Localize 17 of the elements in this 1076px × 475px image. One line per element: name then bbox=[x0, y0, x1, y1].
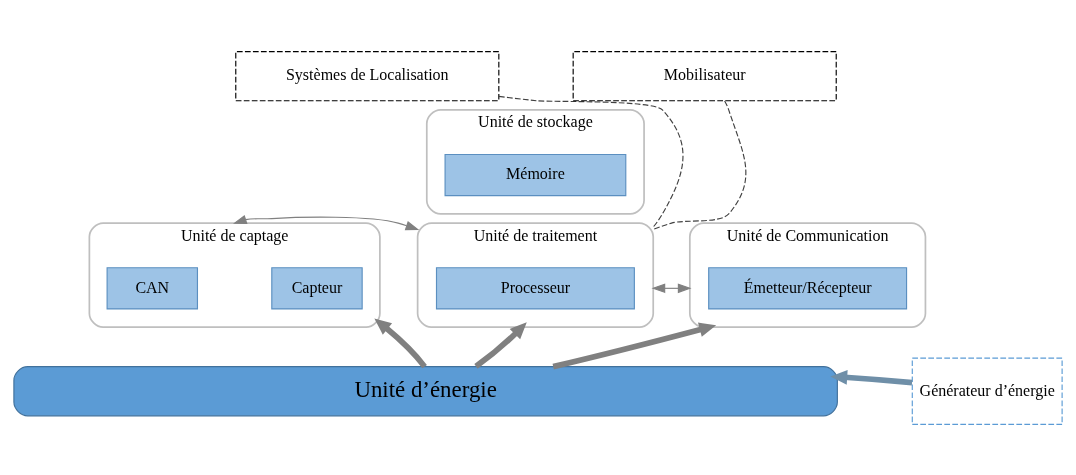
connector bbox=[498, 95, 684, 228]
node-box: Émetteur/Récepteur bbox=[708, 266, 908, 309]
node-box: CAN bbox=[106, 266, 199, 309]
node-box: Mémoire bbox=[444, 153, 627, 196]
node-box: Générateur d’énergie bbox=[911, 357, 1063, 425]
node-box: Systèmes de Localisation bbox=[235, 50, 500, 101]
node-box: Processeur bbox=[435, 266, 635, 309]
arrow bbox=[830, 369, 913, 386]
arrow bbox=[374, 317, 427, 368]
node-box: Mobilisateur bbox=[572, 50, 837, 101]
connector bbox=[652, 99, 747, 230]
node-box: Unité d’énergie bbox=[13, 365, 838, 416]
arrow bbox=[552, 322, 717, 369]
arrow bbox=[233, 214, 420, 230]
arrow bbox=[474, 321, 527, 369]
arrow bbox=[651, 283, 692, 293]
node-box: Capteur bbox=[271, 266, 363, 309]
